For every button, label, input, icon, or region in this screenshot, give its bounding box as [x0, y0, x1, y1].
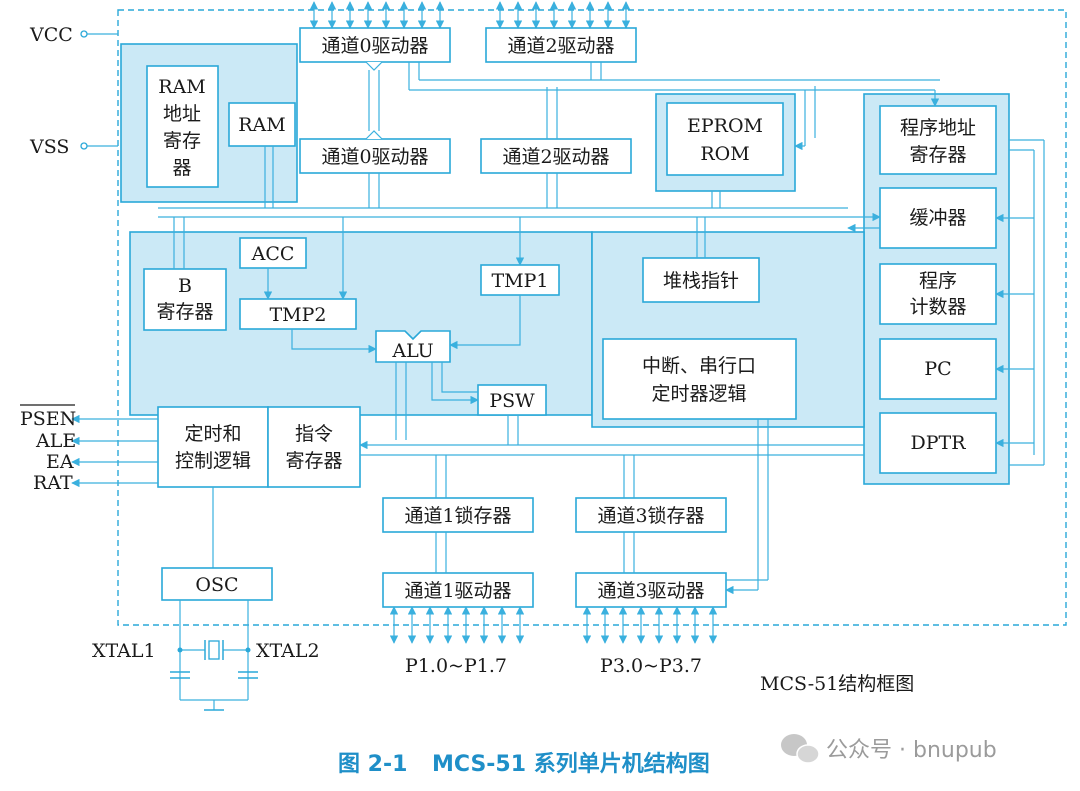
timing-control [157, 406, 269, 488]
bus-lines [158, 61, 1045, 595]
psen-label: PSEN [20, 408, 76, 430]
prog-addr-reg-line1: 程序地址 [900, 117, 976, 139]
port0-pins [309, 1, 445, 29]
b-register-line1: B [178, 275, 192, 297]
instruction-reg-line1: 指令 [295, 423, 333, 445]
b-register-line2: 寄存器 [156, 301, 213, 323]
xtal2-label: XTAL2 [256, 640, 320, 662]
stack-pointer [642, 257, 760, 303]
port2-driver-mid-label: 通道2驱动器 [502, 146, 609, 168]
timing-control-line2: 控制逻辑 [175, 450, 251, 472]
b-register [143, 268, 227, 331]
ram-addr-reg-line4: 器 [172, 157, 191, 179]
figure-number: 图 2-1 [338, 752, 407, 777]
ram-addr-reg-line3: 寄存 [163, 130, 201, 152]
acc-label: ACC [251, 243, 295, 265]
port3-driver-label: 通道3驱动器 [597, 580, 704, 602]
prog-counter-line2: 计数器 [909, 296, 966, 318]
instruction-reg [267, 406, 361, 488]
prog-counter [879, 263, 997, 325]
port0-driver-mid [299, 138, 451, 174]
port2-pins [495, 1, 631, 29]
port3-pins [582, 606, 718, 644]
tmp2 [239, 298, 357, 330]
watermark-text: 公众号 · bnupub [826, 738, 997, 763]
port1-driver [382, 572, 534, 608]
ea-label: EA [46, 451, 74, 473]
port1-pins [389, 606, 525, 644]
port1-latch [382, 497, 534, 533]
port2-driver-top-label: 通道2驱动器 [507, 35, 614, 57]
ale-label: ALE [35, 430, 76, 452]
ram [228, 102, 296, 147]
pc [879, 338, 997, 400]
port1-driver-label: 通道1驱动器 [404, 580, 511, 602]
dptr-label: DPTR [911, 432, 967, 454]
ram-addr-reg [146, 65, 219, 188]
port2-driver-mid [480, 138, 632, 174]
interrupt-logic-line1: 中断、串行口 [642, 355, 756, 377]
eprom-rom [666, 102, 784, 176]
crystal-circuit [170, 600, 258, 711]
interrupt-logic [602, 338, 797, 420]
buffer-label: 缓冲器 [909, 207, 966, 229]
alu [375, 330, 451, 363]
osc-label: OSC [195, 574, 238, 596]
tmp1-label: TMP1 [492, 270, 549, 292]
tmp2-label: TMP2 [270, 304, 327, 326]
acc [239, 237, 307, 269]
ram-label: RAM [238, 114, 285, 136]
prog-counter-line1: 程序 [919, 270, 957, 292]
psw [477, 384, 547, 416]
stack-pointer-label: 堆栈指针 [663, 270, 739, 292]
port0-driver-mid-label: 通道0驱动器 [321, 146, 428, 168]
wechat-icon [781, 734, 820, 764]
watermark: 公众号 · bnupub [781, 734, 997, 764]
xtal1-label: XTAL1 [92, 640, 156, 662]
port3-latch-label: 通道3锁存器 [597, 505, 704, 527]
psw-label: PSW [489, 390, 535, 412]
alu-label: ALU [391, 340, 433, 362]
prog-addr-reg [879, 105, 997, 175]
ram-addr-reg-line2: 地址 [163, 103, 201, 125]
rat-label: RAT [33, 472, 73, 494]
pc-label: PC [924, 358, 951, 380]
diagram-title: MCS-51结构框图 [760, 673, 914, 695]
buffer [879, 187, 997, 249]
rom-label: ROM [700, 143, 749, 165]
p3-pins-label: P3.0~P3.7 [600, 655, 702, 677]
interrupt-logic-line2: 定时器逻辑 [651, 383, 746, 405]
figure-title: MCS-51 系列单片机结构图 [432, 751, 710, 777]
instruction-reg-line2: 寄存器 [285, 450, 342, 472]
prog-addr-reg-line2: 寄存器 [909, 144, 966, 166]
timing-control-line1: 定时和 [184, 423, 241, 445]
dptr [879, 412, 997, 474]
eprom-label: EPROM [687, 115, 763, 137]
port0-driver-top-label: 通道0驱动器 [321, 35, 428, 57]
port1-latch-label: 通道1锁存器 [404, 505, 511, 527]
vcc-label: VCC [29, 24, 73, 46]
port3-latch [575, 497, 727, 533]
p1-pins-label: P1.0~P1.7 [405, 655, 507, 677]
osc [161, 567, 273, 601]
ram-addr-reg-line1: RAM [158, 76, 205, 98]
vss-label: VSS [29, 136, 69, 158]
port2-driver-top [485, 27, 637, 63]
